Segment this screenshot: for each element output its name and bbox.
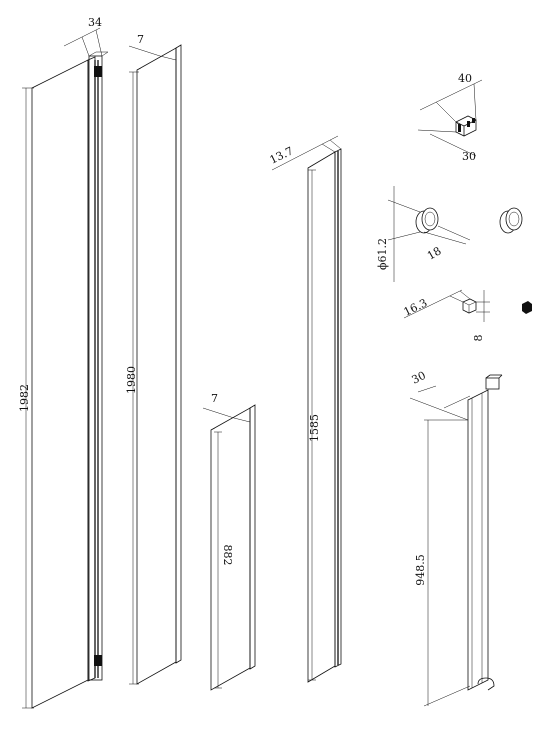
dim-bar-length: 948.5 xyxy=(414,554,427,586)
dim-bar-depth: 30 xyxy=(410,369,428,387)
dim-block-height: 8 xyxy=(472,335,485,342)
dim-panel-2-height: 1980 xyxy=(125,366,138,394)
dim-panel-4-thickness: 13.7 xyxy=(268,144,296,166)
clip-dimensions: 40 30 xyxy=(417,72,483,163)
handle-bar-dimensions: 30 948.5 xyxy=(410,369,471,707)
dim-block-width: 16.3 xyxy=(402,296,430,318)
block-part-2 xyxy=(522,301,532,314)
dim-knob-diameter: ϕ61.2 xyxy=(376,238,389,270)
panel-1 xyxy=(31,51,109,709)
dim-panel-3-thickness: 7 xyxy=(211,392,218,405)
panel-1-dimensions: 34 1982 xyxy=(18,16,103,709)
dim-panel-4-height: 1585 xyxy=(308,414,321,442)
knob-dimensions: ϕ61.2 18 xyxy=(376,186,471,282)
knob-part-2 xyxy=(499,207,523,234)
panel-3 xyxy=(210,404,256,691)
dim-panel-1-depth: 34 xyxy=(88,16,102,29)
panel-4-dimensions: 13.7 1585 xyxy=(268,135,342,681)
handle-bar xyxy=(467,374,503,691)
knob-part xyxy=(415,207,439,234)
dim-clip-width: 30 xyxy=(462,150,476,163)
dim-knob-depth: 18 xyxy=(425,244,444,262)
dim-panel-3-height: 882 xyxy=(221,545,234,566)
dim-panel-2-thickness: 7 xyxy=(137,33,144,46)
dim-panel-1-height: 1982 xyxy=(18,384,31,412)
panel-3-dimensions: 7 882 xyxy=(202,392,251,689)
dim-clip-length: 40 xyxy=(458,72,472,85)
panel-4 xyxy=(307,148,342,683)
panel-2-dimensions: 7 1980 xyxy=(125,33,177,685)
panel-2 xyxy=(136,44,182,685)
block-part xyxy=(462,298,477,314)
clip-part xyxy=(455,115,477,137)
block-dimensions: 16.3 8 xyxy=(402,289,490,342)
